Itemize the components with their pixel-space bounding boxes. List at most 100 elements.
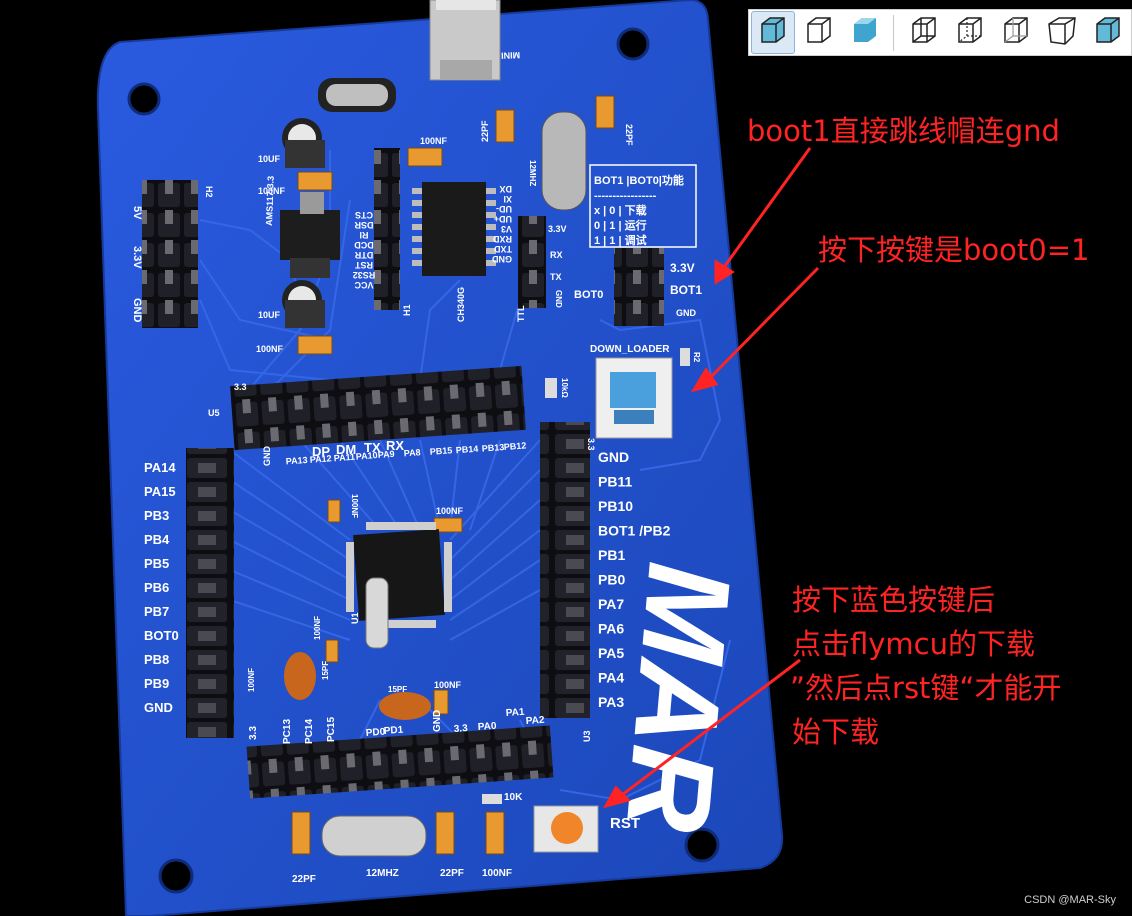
label-ch340-pin: XI (503, 194, 512, 204)
label-15pf: 15PF (321, 661, 330, 680)
label-h1-pin: DSR (354, 220, 374, 230)
label-right-pin: PB0 (598, 572, 625, 588)
cube-hidden-grey-icon (999, 14, 1033, 51)
label-15pf-b: 15PF (388, 685, 407, 694)
view-mode-button-3[interactable] (843, 11, 887, 54)
label-left-pin: PB5 (144, 556, 169, 571)
electrolytic-caps (282, 118, 325, 328)
annotation-boot1: boot1直接跳线帽连gnd (747, 114, 1060, 148)
label-tx: TX (364, 440, 381, 455)
view-mode-button-4[interactable] (902, 11, 946, 54)
label-h1: H1 (402, 304, 412, 316)
annotation-download-line-4: 始下载 (792, 715, 880, 749)
label-left-pin: PB9 (144, 676, 169, 691)
label-right-pin: BOT1 /PB2 (598, 523, 671, 539)
label-down-loader: DOWN_LOADER (590, 344, 670, 355)
label-ch340-pin: UD+ (494, 214, 512, 224)
annotation-download-line-2: 点击flymcu的下载 (792, 627, 1036, 661)
label-right-pin: GND (598, 449, 629, 465)
label-right-pin: PA5 (598, 645, 624, 661)
label-bottom-pin: 3.3 (248, 726, 259, 740)
label-right-pin: PA6 (598, 621, 624, 637)
label-right-pin: PB1 (598, 547, 625, 563)
view-mode-button-7[interactable] (1040, 11, 1084, 54)
view-mode-button-2[interactable] (797, 11, 841, 54)
label-bottom-pin: PC13 (282, 719, 293, 744)
view-mode-button-5[interactable] (948, 11, 992, 54)
label-10k-top: 10kΩ (560, 378, 569, 398)
label-rst: RST (610, 815, 640, 832)
cube-hidden-dark-icon (953, 14, 987, 51)
label-h1-pin: CTS (355, 210, 373, 220)
label-top-pin: PA12 (309, 453, 332, 465)
label-r2: R2 (692, 352, 701, 363)
label-ttl-gnd: GND (554, 290, 563, 308)
label-10uf-top: 10UF (258, 154, 281, 164)
label-h1-pin: RS32 (353, 270, 376, 280)
label-10k-bottom: 10K (504, 792, 523, 803)
header-boot (614, 248, 664, 326)
label-100nf-mcu-c: 100NF (313, 616, 322, 640)
label-bottom-pin: PA2 (525, 715, 545, 727)
cube-outline-icon (802, 14, 836, 51)
label-h1-pin: DCD (354, 240, 374, 250)
label-5v: 5V (131, 206, 143, 220)
label-ttl-tx: TX (550, 272, 562, 282)
smd-resistors (482, 348, 690, 804)
label-top-pin: PA9 (377, 449, 395, 460)
label-left-pin: PB8 (144, 652, 169, 667)
cube-wire-icon (907, 14, 941, 51)
label-right-3-3: 3.3 (586, 438, 596, 451)
label-boot-table-row: 1 | 1 | 调试 (594, 233, 647, 247)
label-left-pin: PB7 (144, 604, 169, 619)
crystal-caps (284, 652, 431, 720)
label-left-pin: PB4 (144, 532, 170, 547)
mini-usb-connector (429, 0, 501, 81)
label-top-pin: PB12 (503, 440, 526, 452)
label-right-pin: PA4 (598, 670, 624, 686)
annotation-arrows (602, 147, 820, 809)
label-right-pin: PB11 (598, 474, 632, 490)
label-ams1117: AMS117-3.3 (264, 176, 276, 226)
label-top-pin: PB15 (429, 445, 452, 457)
label-bottom-pin: PC15 (326, 717, 337, 742)
stm32-mcu (346, 522, 452, 649)
label-bottom-pin: PA1 (505, 707, 525, 719)
view-toolbar (748, 9, 1132, 56)
label-left-pin: PA14 (144, 460, 176, 475)
label-boot-table-row: x | 0 | 下载 (594, 203, 647, 217)
annotation-download: 按下蓝色按键后 点击flymcu的下载 ”然后点rst键“才能开 始下载 (790, 578, 1061, 754)
label-100nf-br: 100NF (482, 868, 512, 879)
view-mode-button-1[interactable] (751, 11, 795, 54)
crystal-bottom (321, 815, 427, 857)
view-mode-button-6[interactable] (994, 11, 1038, 54)
annotation-boot0: 按下按键是boot0=1 (818, 233, 1090, 267)
view-mode-button-8[interactable] (1086, 11, 1130, 54)
cube-shaded-icon (756, 14, 790, 51)
label-12mhz-top: 12MHZ (528, 160, 537, 186)
label-100nf-mcu-d: 100NF (247, 668, 256, 692)
label-top-pin: PA10 (355, 450, 378, 462)
label-dp: DP (312, 444, 330, 459)
label-u5-3-3: 3.3 (234, 382, 247, 392)
label-top-pin: PA13 (285, 455, 308, 467)
label-10uf-bottom: 10UF (258, 310, 281, 320)
annotation-download-line-1: 按下蓝色按键后 (792, 583, 996, 617)
label-22pf-tr: 22PF (624, 124, 634, 146)
label-bottom-pin: PD0 (365, 727, 386, 739)
cube-shaded-noedge-icon (848, 14, 882, 51)
label-h2: H2 (204, 186, 214, 198)
label-bot0: BOT0 (574, 289, 603, 301)
label-h1-pin: VCC (354, 280, 374, 290)
label-dm: DM (336, 442, 356, 457)
label-u3: U3 (582, 730, 592, 742)
label-top-pin: PB13 (481, 442, 504, 454)
header-bottom-row (246, 725, 554, 799)
pcb-outline (96, 0, 784, 916)
pcb-traces (199, 150, 731, 802)
label-u1: U1 (350, 612, 360, 624)
label-gnd-h2: GND (131, 298, 143, 323)
mounting-holes (127, 27, 720, 894)
